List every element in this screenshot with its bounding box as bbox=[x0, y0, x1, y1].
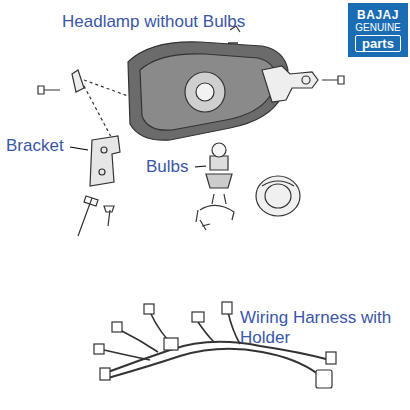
leader-line bbox=[70, 147, 88, 150]
leader-line bbox=[195, 166, 206, 167]
bracket-bolt bbox=[78, 196, 98, 236]
bulb-clip bbox=[196, 194, 234, 222]
position-bulb bbox=[200, 220, 210, 230]
part-label: Bracket bbox=[6, 136, 64, 156]
connector bbox=[144, 304, 154, 314]
dust-cover-rib bbox=[262, 181, 294, 186]
part-label: Headlamp without Bulbs bbox=[62, 12, 245, 32]
bracket-plate bbox=[90, 136, 120, 186]
connector bbox=[326, 352, 336, 364]
dust-cover-ring bbox=[265, 184, 291, 208]
bulb-holder bbox=[206, 174, 232, 188]
connector bbox=[100, 368, 110, 380]
brand-logo: BAJAJGENUINEparts bbox=[348, 3, 408, 57]
screw bbox=[38, 86, 60, 94]
bracket-screw bbox=[104, 206, 114, 226]
connector bbox=[94, 344, 104, 354]
bracket-hole bbox=[99, 169, 105, 175]
bracket-hole bbox=[101, 147, 107, 153]
logo-text: BAJAJ bbox=[352, 8, 404, 22]
harness-branch bbox=[104, 312, 240, 360]
connector bbox=[164, 338, 178, 350]
dust-cover bbox=[256, 176, 300, 216]
headlamp-lens bbox=[140, 54, 276, 130]
mount-screw bbox=[322, 76, 344, 84]
connector bbox=[222, 302, 232, 314]
bulb-socket bbox=[196, 83, 214, 101]
leader-line bbox=[228, 42, 238, 43]
mount-hole bbox=[302, 76, 310, 84]
reflector bbox=[185, 72, 225, 112]
harness-wire bbox=[108, 349, 318, 378]
bulb-base bbox=[210, 156, 228, 170]
side-mount bbox=[262, 66, 318, 102]
clip bbox=[72, 70, 84, 92]
bulb-glass bbox=[212, 143, 226, 157]
logo-text: parts bbox=[355, 35, 401, 52]
headlamp-body bbox=[128, 42, 288, 140]
connector bbox=[192, 312, 204, 322]
part-label: Bulbs bbox=[146, 157, 189, 177]
holder bbox=[316, 370, 332, 388]
logo-text: GENUINE bbox=[352, 22, 404, 34]
part-label: Wiring Harness with Holder bbox=[240, 308, 408, 348]
connector bbox=[112, 322, 122, 332]
